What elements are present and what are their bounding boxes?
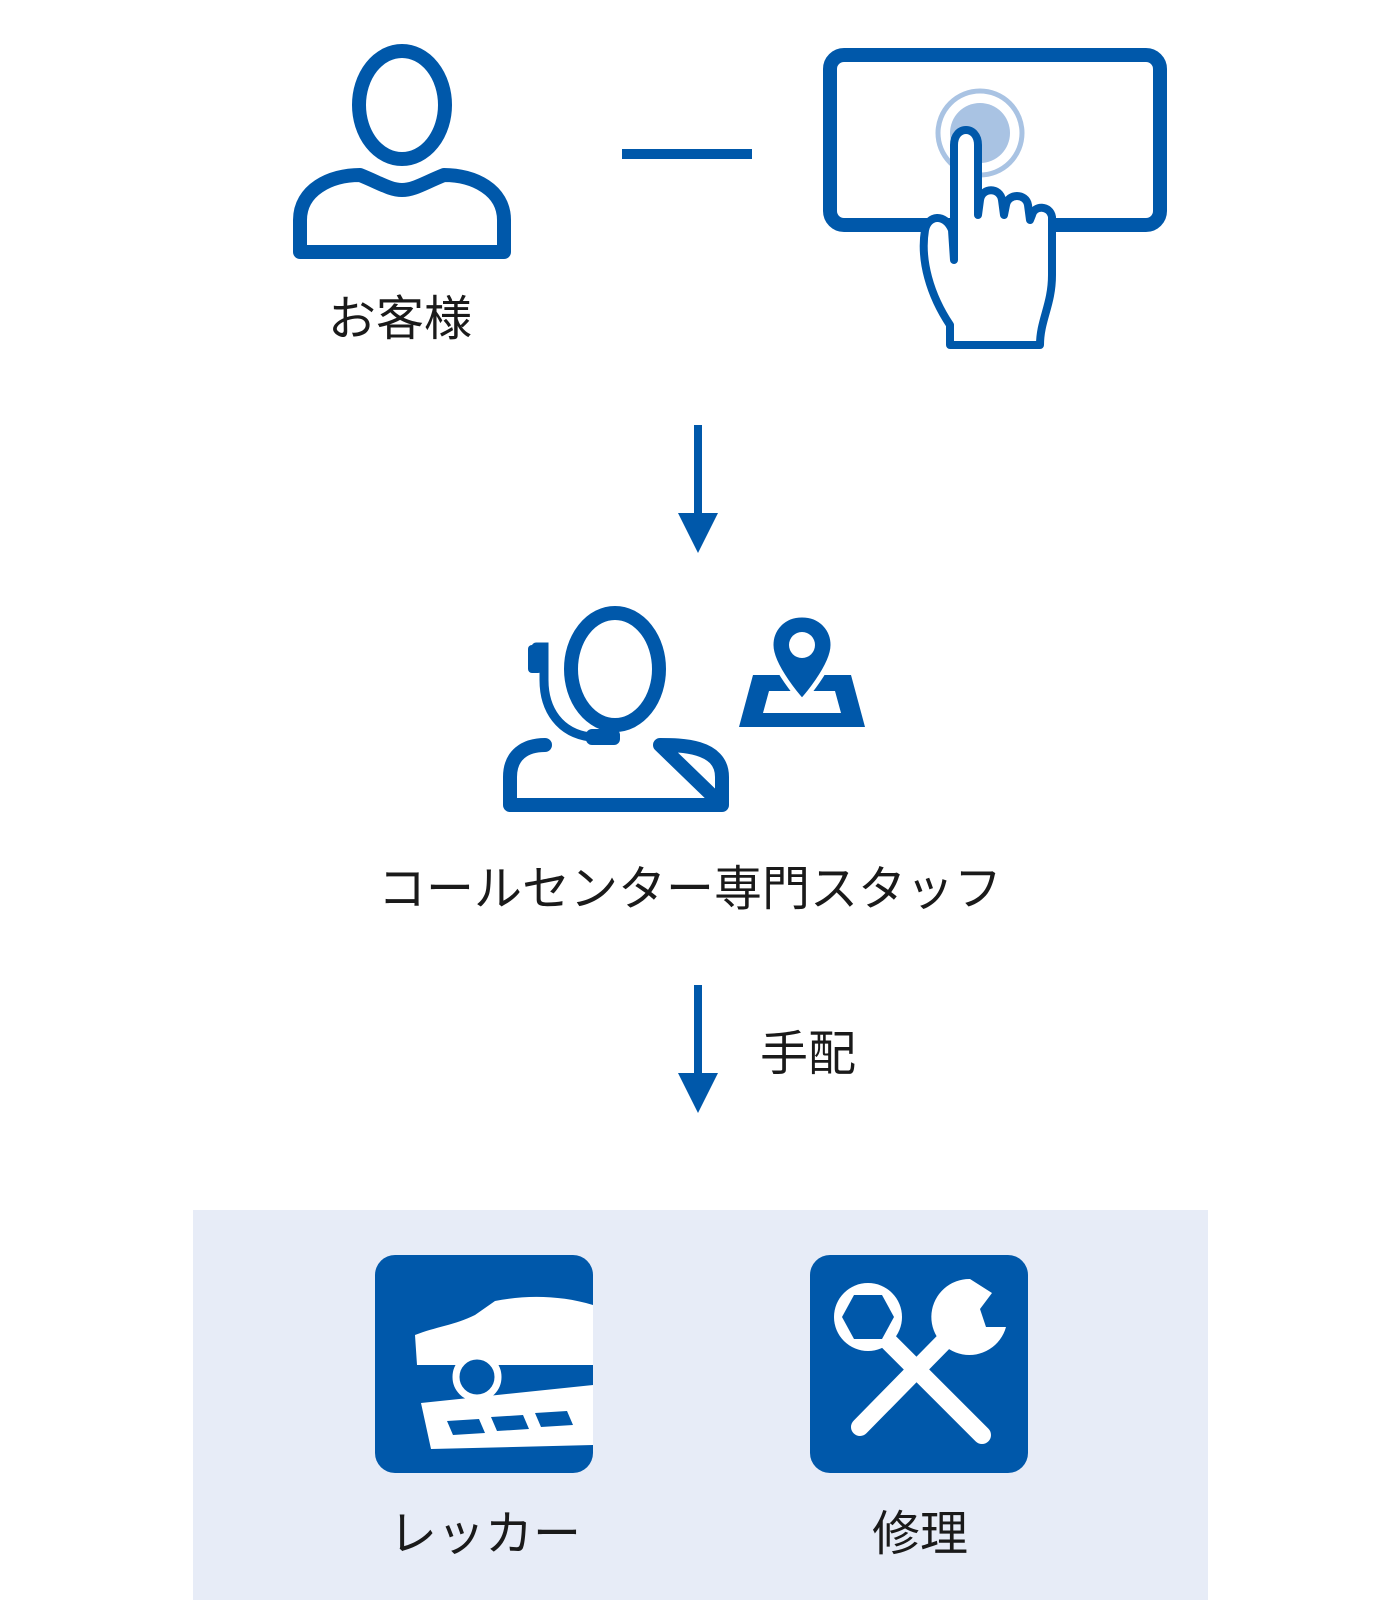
service-label-tow: レッカー (388, 1506, 581, 1562)
touchscreen-tap-icon (823, 48, 1167, 349)
service-label-repair: 修理 (871, 1506, 968, 1562)
tow-truck-icon (375, 1255, 593, 1473)
connector-line (622, 149, 752, 159)
wrench-tools-icon (810, 1255, 1028, 1473)
arrow-down-icon (678, 425, 718, 553)
dispatch-label: 手配 (760, 1026, 857, 1082)
map-pin-icon (739, 612, 865, 727)
call-center-label: コールセンター専門スタッフ (377, 861, 1002, 917)
customer-label: お客様 (327, 291, 472, 347)
services-panel (193, 1210, 1208, 1600)
operator-headset-icon (503, 606, 729, 812)
person-icon (293, 44, 511, 259)
arrow-down-icon (678, 985, 718, 1113)
